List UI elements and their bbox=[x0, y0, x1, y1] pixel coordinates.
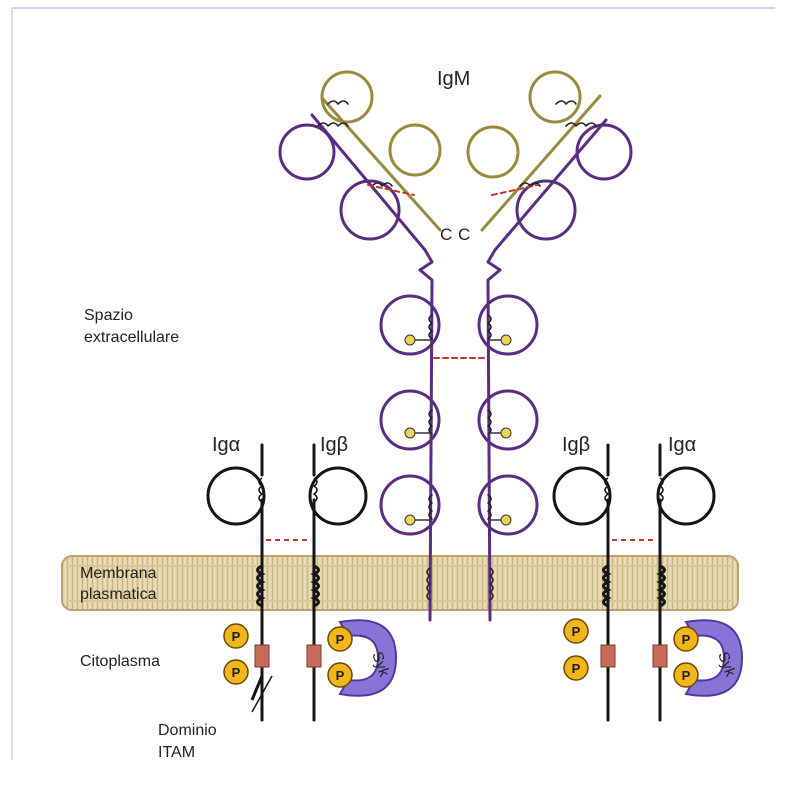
igm-light-chains bbox=[322, 72, 600, 230]
svg-text:P: P bbox=[572, 661, 581, 676]
membrane-label-line1: Membrana bbox=[80, 565, 157, 582]
itam-domain bbox=[307, 645, 321, 667]
igm-molecule bbox=[280, 72, 631, 620]
itam-domains bbox=[255, 645, 667, 667]
svg-text:P: P bbox=[682, 632, 691, 647]
igm-label: IgM bbox=[437, 68, 470, 90]
phosphate-2: P bbox=[224, 660, 248, 684]
itam-domain bbox=[653, 645, 667, 667]
ig-beta-right-label: Igβ bbox=[562, 434, 590, 456]
ig-beta-left-label: Igβ bbox=[320, 434, 348, 456]
phosphate-8: P bbox=[674, 663, 698, 687]
accessory-coils bbox=[259, 478, 663, 502]
svg-text:P: P bbox=[336, 632, 345, 647]
igm-knobs bbox=[405, 335, 511, 525]
cytoplasm-label: Citoplasma bbox=[80, 653, 160, 670]
igm-heavy-chains bbox=[280, 115, 631, 620]
membrane-label-line2: plasmatica bbox=[80, 586, 157, 603]
phosphate-4: P bbox=[328, 663, 352, 687]
c-label-left: C bbox=[440, 225, 452, 244]
extracellular-label-line2: extracellulare bbox=[84, 329, 179, 346]
svg-text:P: P bbox=[232, 665, 241, 680]
phosphate-1: P bbox=[224, 624, 248, 648]
phosphate-3: P bbox=[328, 627, 352, 651]
svg-text:P: P bbox=[336, 668, 345, 683]
svg-text:P: P bbox=[572, 624, 581, 639]
phosphate-5: P bbox=[564, 619, 588, 643]
itam-label-line1: Dominio bbox=[158, 722, 217, 739]
plasma-membrane bbox=[62, 556, 738, 610]
itam-label-line2: ITAM bbox=[158, 744, 195, 761]
c-label-right: C bbox=[458, 225, 470, 244]
svg-text:P: P bbox=[232, 629, 241, 644]
ig-alpha-left-label: Igα bbox=[212, 434, 240, 456]
phosphate-6: P bbox=[564, 656, 588, 680]
phosphate-7: P bbox=[674, 627, 698, 651]
itam-domain bbox=[255, 645, 269, 667]
phosphate-groups: P P P P P P P P bbox=[224, 619, 698, 687]
ig-alpha-right-label: Igα bbox=[668, 434, 696, 456]
itam-domain bbox=[601, 645, 615, 667]
extracellular-label-line1: Spazio bbox=[84, 307, 133, 324]
igm-coil-marks bbox=[318, 101, 596, 600]
svg-text:P: P bbox=[682, 668, 691, 683]
